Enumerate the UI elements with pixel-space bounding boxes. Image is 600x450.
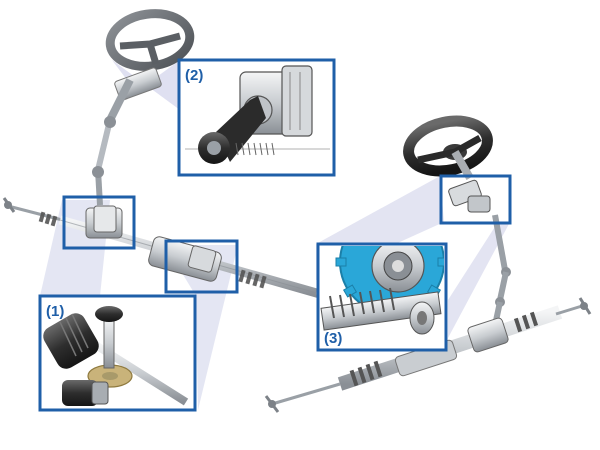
locator-3-content	[448, 179, 491, 213]
left-steering-wheel	[105, 9, 195, 71]
locator-boxes	[62, 174, 512, 294]
rack-pinion-gear-icon	[320, 246, 444, 335]
beam-1-right	[165, 245, 238, 410]
belt-drive-motor-icon	[185, 65, 330, 164]
callout-label-3: (3)	[324, 330, 342, 347]
callout-label-2: (2)	[185, 67, 203, 84]
locator-1-content	[93, 205, 117, 233]
locator-box-2	[164, 239, 239, 294]
detail-panel-3: (3)	[316, 242, 448, 352]
detail-panel-1: (1)	[38, 294, 197, 412]
locator-box-3	[439, 174, 512, 225]
locator-box-1	[62, 195, 136, 250]
detail-panel-2: (2)	[177, 58, 336, 177]
worm-gear-icon	[43, 306, 189, 406]
left-steering-column	[92, 67, 162, 206]
right-steering-wheel	[403, 115, 493, 180]
beam-3-right	[448, 222, 510, 338]
callout-label-1: (1)	[46, 303, 64, 320]
